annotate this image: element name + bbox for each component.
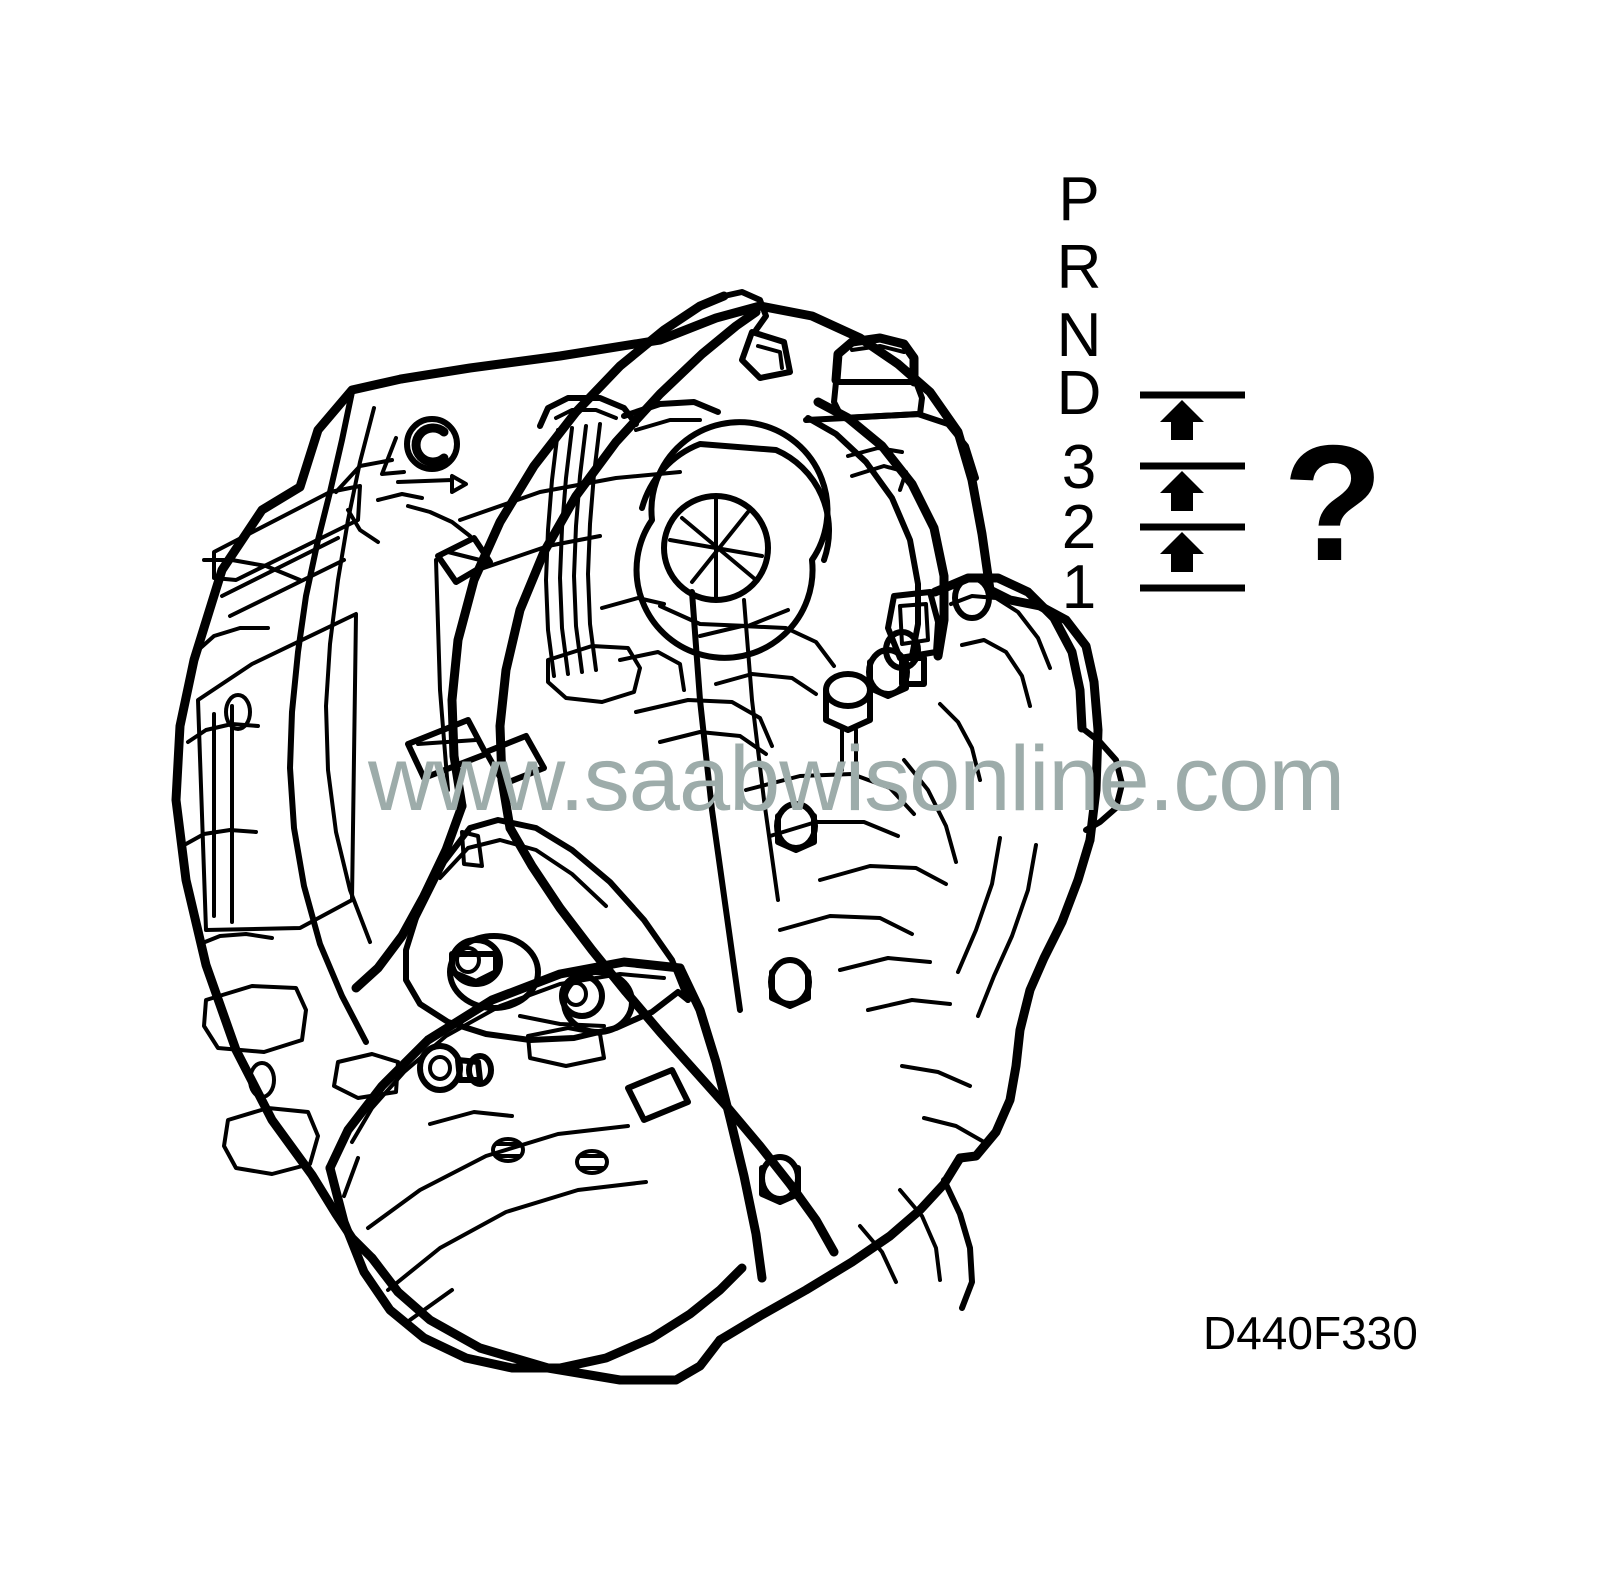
- gear-position-d: D: [1057, 359, 1102, 428]
- hose-clamp: [435, 535, 493, 585]
- watermark: www.saabwisonline.com: [367, 728, 1344, 830]
- shift-arrow-up-3-2: [1160, 471, 1204, 511]
- shift-arrow-up-d-3: [1160, 400, 1204, 440]
- oil-pan: [325, 957, 767, 1373]
- lever-pivot-boss: [447, 933, 541, 1011]
- gear-position-2: 2: [1062, 493, 1096, 562]
- hose-electrical-connector: [885, 589, 941, 687]
- transmission-outer-contour: [171, 301, 1103, 1385]
- case-lower-right: [858, 1064, 986, 1311]
- shift-arrow-up-2-1: [1160, 532, 1204, 572]
- gear-selector-diagram: P R N D 3 2 1 ?: [1057, 165, 1384, 622]
- hose-clamp: [405, 717, 547, 787]
- pan-bolt: [575, 1149, 609, 1175]
- gear-position-r: R: [1057, 233, 1102, 302]
- secondary-hose: [805, 397, 949, 772]
- bellhousing-c-marking: [334, 416, 472, 544]
- transmission-assembly: [171, 289, 1125, 1385]
- wiring-harness: [537, 395, 721, 678]
- hex-bolt: [759, 1154, 801, 1205]
- gear-position-p: P: [1058, 165, 1099, 234]
- hex-bolt: [774, 801, 818, 853]
- case-fasteners: [759, 575, 992, 1205]
- gear-position-1: 1: [1062, 553, 1096, 622]
- fill-plug-port: [633, 419, 832, 661]
- hex-bolt: [768, 957, 812, 1009]
- question-mark-symbol: ?: [1283, 411, 1384, 595]
- boss-round: [952, 575, 992, 621]
- hose-terminal-plug: [823, 671, 873, 772]
- gear-position-n: N: [1057, 301, 1102, 370]
- bell-housing-flange: [184, 389, 376, 1176]
- figure-id-label: D440F330: [1203, 1307, 1418, 1359]
- pan-sensor: [417, 1043, 494, 1093]
- hose-clamp: [625, 1067, 691, 1123]
- gear-position-3: 3: [1062, 433, 1096, 502]
- fluid-hose-routing: [351, 289, 839, 1257]
- case-body-detail: [434, 470, 952, 1013]
- pan-bolt: [491, 1137, 525, 1163]
- hose-connector-top: [739, 329, 793, 381]
